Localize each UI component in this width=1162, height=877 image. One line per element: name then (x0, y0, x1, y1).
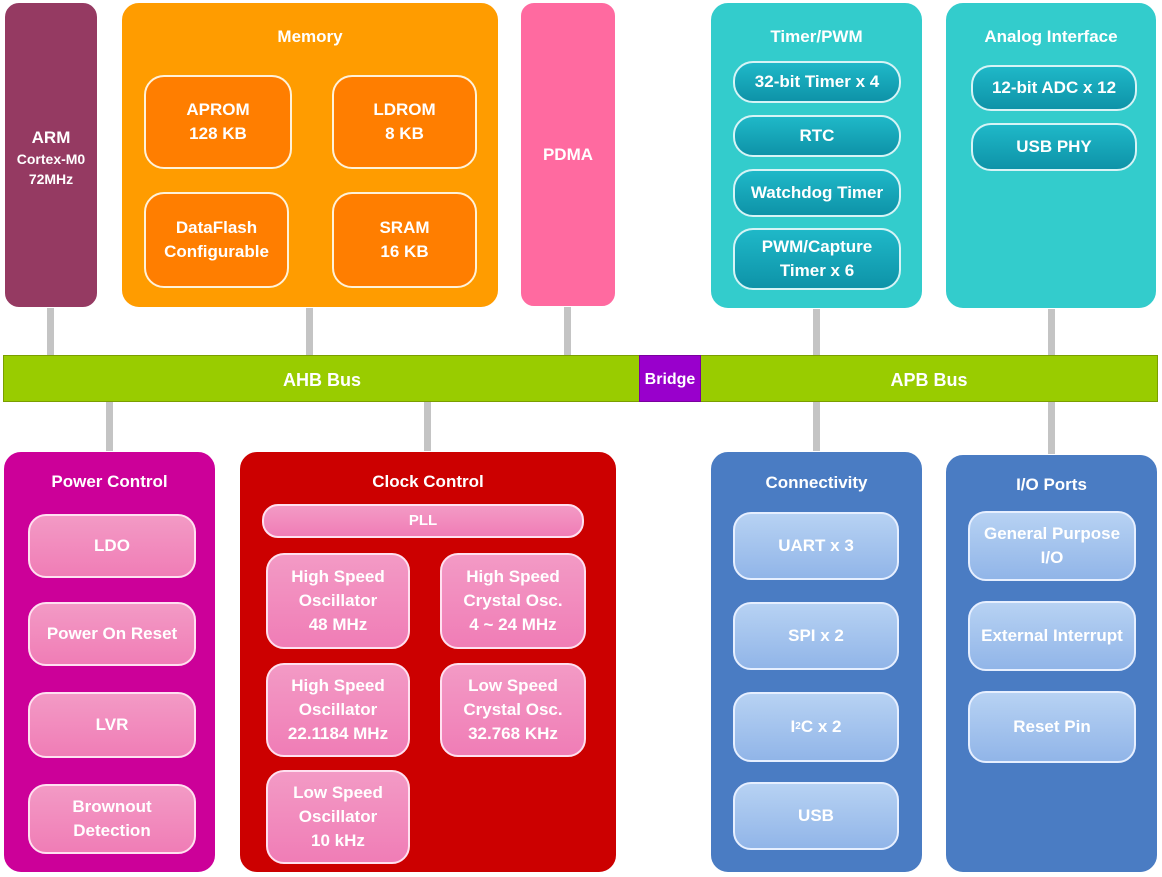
analog-adc: 12-bit ADC x 12 (971, 65, 1137, 111)
connector-connectivity (813, 402, 820, 452)
connector-io (1048, 402, 1055, 455)
power-ldo: LDO (28, 514, 196, 578)
power-block: Power Control LDO Power On Reset LVR Bro… (3, 451, 216, 873)
timer-title: Timer/PWM (770, 27, 863, 46)
io-reset-pin: Reset Pin (968, 691, 1136, 763)
connector-clock (424, 402, 431, 452)
timer-32bit: 32-bit Timer x 4 (733, 61, 901, 103)
memory-title: Memory (277, 27, 343, 46)
analog-block: Analog Interface 12-bit ADC x 12 USB PHY (945, 2, 1157, 309)
connector-power (106, 402, 113, 452)
connectivity-spi: SPI x 2 (733, 602, 899, 670)
io-title: I/O Ports (1016, 475, 1087, 494)
connectivity-usb: USB (733, 782, 899, 850)
timer-rtc: RTC (733, 115, 901, 157)
connector-timer (813, 309, 820, 356)
io-external-interrupt: External Interrupt (968, 601, 1136, 671)
cpu-core: Cortex-M0 (16, 151, 86, 167)
timer-block: Timer/PWM 32-bit Timer x 4 RTC Watchdog … (710, 2, 923, 309)
timer-watchdog: Watchdog Timer (733, 169, 901, 217)
ahb-bus: AHB Bus (3, 355, 641, 402)
cpu-name: ARM (31, 128, 71, 147)
cpu-frequency: 72MHz (28, 171, 74, 187)
power-title: Power Control (51, 472, 168, 491)
clock-pll: PLL (262, 504, 584, 538)
cpu-block: ARM Cortex-M0 72MHz (4, 2, 98, 308)
connector-analog (1048, 309, 1055, 356)
pdma-label: PDMA (542, 145, 594, 164)
power-lvr: LVR (28, 692, 196, 758)
power-on-reset: Power On Reset (28, 602, 196, 666)
analog-usb-phy: USB PHY (971, 123, 1137, 171)
analog-title: Analog Interface (984, 27, 1118, 46)
apb-bus-label: APB Bus (890, 370, 968, 390)
connector-memory (306, 308, 313, 356)
connector-pdma (564, 307, 571, 356)
bus-bridge: Bridge (639, 355, 701, 402)
ahb-bus-label: AHB Bus (282, 370, 361, 390)
pdma-block: PDMA (520, 2, 616, 307)
apb-bus: APB Bus (700, 355, 1158, 402)
connectivity-title: Connectivity (765, 473, 868, 492)
bus-bridge-label: Bridge (644, 371, 696, 388)
connector-arm (47, 308, 54, 356)
clock-title: Clock Control (372, 472, 484, 491)
connectivity-uart: UART x 3 (733, 512, 899, 580)
